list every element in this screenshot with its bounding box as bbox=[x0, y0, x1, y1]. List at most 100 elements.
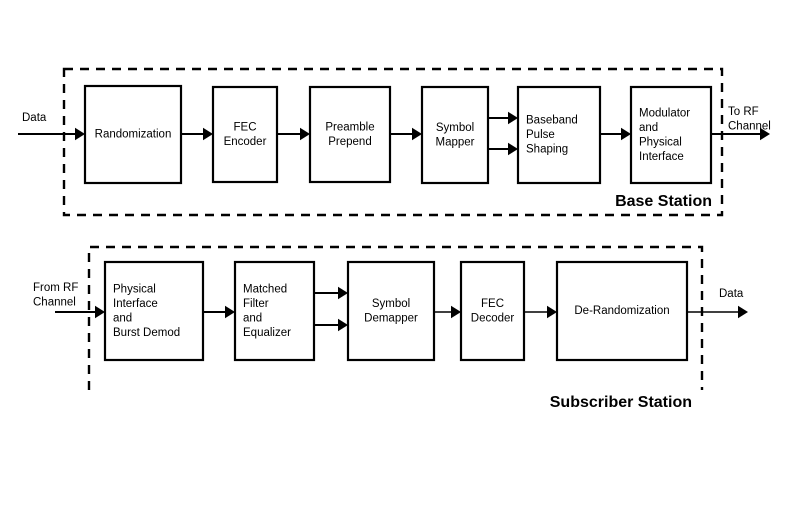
block-label-fec-encoder-line-0: FEC bbox=[234, 121, 257, 133]
block-label-modulator-line-1: and bbox=[639, 122, 658, 134]
block-label-baseband-pulse-line-0: Baseband bbox=[526, 115, 578, 127]
arrow-icon-modulator-to-rf bbox=[760, 127, 770, 141]
connection-fec-to-preamble bbox=[277, 127, 310, 141]
block-rect-modulator[interactable] bbox=[629, 85, 713, 185]
block-label-matched-filter-line-0: Matched bbox=[243, 283, 287, 295]
connections-layer bbox=[18, 111, 770, 332]
block-rect-de-randomization[interactable] bbox=[555, 260, 689, 362]
arrow-icon-physical-to-matched bbox=[225, 305, 235, 319]
block-label-physical-interface-line-0: Physical bbox=[113, 283, 156, 295]
io-label-text-output-data-line-0: Data bbox=[719, 288, 744, 300]
block-rect-matched-filter[interactable] bbox=[233, 260, 316, 362]
block-label-fec-encoder-line-1: Encoder bbox=[224, 136, 267, 148]
region-base-station: Base Station bbox=[62, 67, 724, 217]
connection-matched-to-demapper-i bbox=[314, 286, 348, 300]
io-label-text-from-rf-channel-line-1: Channel bbox=[33, 297, 76, 309]
region-label-subscriber-station: Subscriber Station bbox=[550, 394, 692, 411]
io-label-input-data: Data bbox=[22, 112, 47, 124]
block-fec-decoder[interactable]: FEC Decoder bbox=[459, 260, 526, 362]
connection-derandom-to-data-out bbox=[687, 305, 748, 319]
io-label-text-input-data-line-0: Data bbox=[22, 112, 47, 124]
connection-in-to-randomization bbox=[18, 127, 85, 141]
region-subscriber-station: Subscriber Station bbox=[87, 245, 704, 411]
arrow-icon-fec-decoder-to-derandom bbox=[547, 305, 557, 319]
block-label-matched-filter-line-3: Equalizer bbox=[243, 327, 291, 339]
arrow-icon-in-to-randomization bbox=[75, 127, 85, 141]
block-label-modulator-line-2: Physical bbox=[639, 136, 682, 148]
region-outline-subscriber-station bbox=[87, 245, 704, 390]
connection-fec-decoder-to-derandom bbox=[524, 305, 557, 319]
arrow-icon-derandom-to-data-out bbox=[738, 305, 748, 319]
arrow-icon-preamble-to-mapper bbox=[412, 127, 422, 141]
io-label-text-from-rf-channel-line-0: From RF bbox=[33, 282, 78, 294]
io-label-from-rf-channel: From RF Channel bbox=[33, 282, 78, 309]
block-label-baseband-pulse-line-2: Shaping bbox=[526, 144, 568, 156]
block-label-baseband-pulse-line-1: Pulse bbox=[526, 129, 555, 141]
arrow-icon-mapper-to-pulse-q bbox=[508, 142, 518, 156]
connection-randomization-to-fec bbox=[181, 127, 213, 141]
block-label-matched-filter-line-2: and bbox=[243, 312, 262, 324]
io-label-output-data: Data bbox=[719, 288, 744, 300]
arrow-icon-matched-to-demapper-i bbox=[338, 286, 348, 300]
block-rect-randomization[interactable] bbox=[83, 84, 183, 185]
connection-mapper-to-pulse-i bbox=[488, 111, 518, 125]
block-rect-symbol-demapper[interactable] bbox=[346, 260, 436, 362]
connection-preamble-to-mapper bbox=[390, 127, 422, 141]
region-label-base-station: Base Station bbox=[615, 193, 712, 210]
connection-demapper-to-fec-decoder bbox=[434, 305, 461, 319]
block-label-randomization-line-0: Randomization bbox=[95, 129, 172, 141]
arrow-icon-rf-to-physical bbox=[95, 305, 105, 319]
block-label-physical-interface-line-2: and bbox=[113, 312, 132, 324]
connection-rf-to-physical bbox=[55, 305, 105, 319]
block-label-symbol-demapper-line-0: Symbol bbox=[372, 298, 410, 310]
blocks-layer: RandomizationFECEncoderPreamblePrependSy… bbox=[83, 84, 713, 362]
block-label-preamble-prepend-line-0: Preamble bbox=[325, 121, 374, 133]
connection-modulator-to-rf bbox=[711, 127, 770, 141]
arrow-icon-mapper-to-pulse-i bbox=[508, 111, 518, 125]
connection-mapper-to-pulse-q bbox=[488, 142, 518, 156]
block-label-modulator-line-3: Interface bbox=[639, 151, 684, 163]
arrow-icon-randomization-to-fec bbox=[203, 127, 213, 141]
block-label-de-randomization-line-0: De-Randomization bbox=[574, 305, 669, 317]
connection-matched-to-demapper-q bbox=[314, 318, 348, 332]
block-rect-physical-interface[interactable] bbox=[103, 260, 205, 362]
block-label-symbol-demapper-line-1: Demapper bbox=[364, 312, 418, 324]
block-de-randomization[interactable]: De-Randomization bbox=[555, 260, 689, 362]
connection-pulse-to-modulator bbox=[600, 127, 631, 141]
block-label-modulator-line-0: Modulator bbox=[639, 107, 690, 119]
block-rect-baseband-pulse[interactable] bbox=[516, 85, 602, 185]
block-label-fec-decoder-line-0: FEC bbox=[481, 298, 504, 310]
block-label-physical-interface-line-3: Burst Demod bbox=[113, 327, 180, 339]
block-label-physical-interface-line-1: Interface bbox=[113, 298, 158, 310]
block-rect-fec-encoder[interactable] bbox=[211, 85, 279, 184]
region-outline-base-station bbox=[62, 67, 724, 217]
block-label-symbol-mapper-line-1: Mapper bbox=[436, 136, 475, 148]
block-rect-symbol-mapper[interactable] bbox=[420, 85, 490, 185]
connection-physical-to-matched bbox=[203, 305, 235, 319]
block-rect-fec-decoder[interactable] bbox=[459, 260, 526, 362]
arrow-icon-demapper-to-fec-decoder bbox=[451, 305, 461, 319]
block-label-fec-decoder-line-1: Decoder bbox=[471, 312, 515, 324]
io-label-text-to-rf-channel-line-0: To RF bbox=[728, 106, 759, 118]
block-label-matched-filter-line-1: Filter bbox=[243, 298, 269, 310]
io-label-to-rf-channel: To RF Channel bbox=[728, 106, 771, 133]
block-randomization[interactable]: Randomization bbox=[83, 84, 183, 185]
block-rect-preamble-prepend[interactable] bbox=[308, 85, 392, 184]
block-label-preamble-prepend-line-1: Prepend bbox=[328, 136, 371, 148]
arrow-icon-pulse-to-modulator bbox=[621, 127, 631, 141]
arrow-icon-fec-to-preamble bbox=[300, 127, 310, 141]
io-label-text-to-rf-channel-line-1: Channel bbox=[728, 121, 771, 133]
block-fec-encoder[interactable]: FEC Encoder bbox=[211, 85, 279, 184]
block-label-symbol-mapper-line-0: Symbol bbox=[436, 122, 474, 134]
